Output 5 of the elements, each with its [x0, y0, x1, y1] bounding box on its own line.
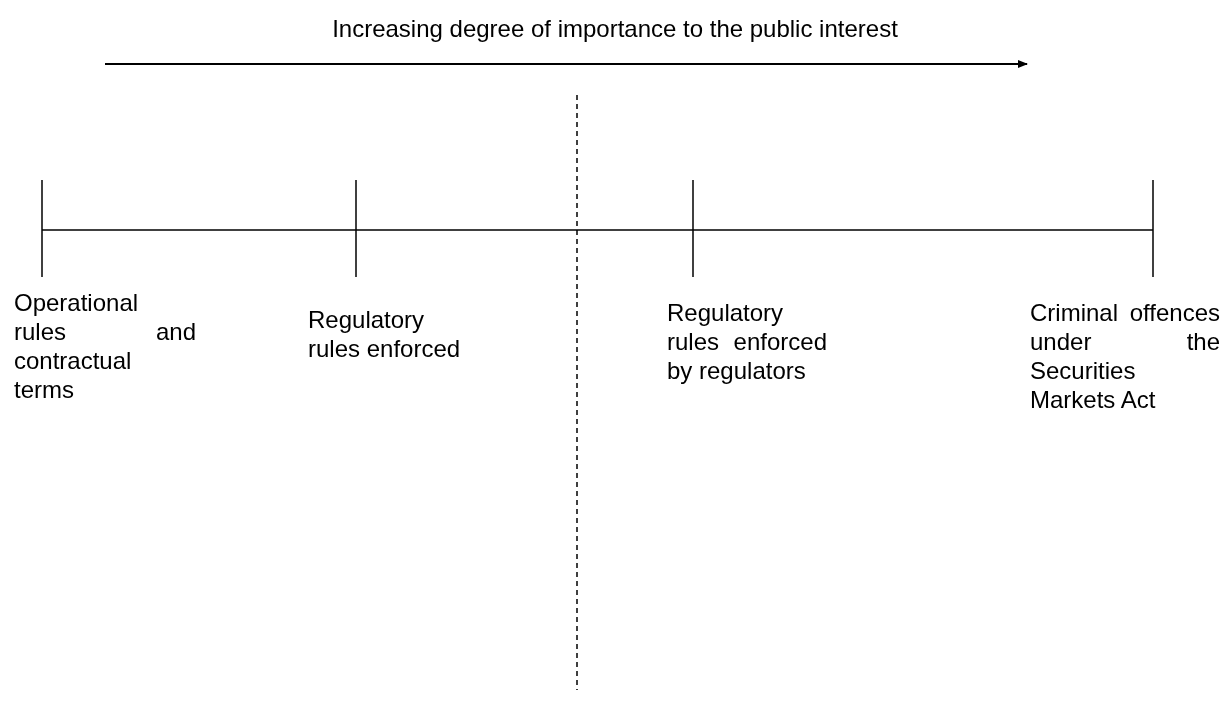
scale-label: Criminal offences under the Securities Markets Act: [1030, 298, 1220, 414]
scale-title: Increasing degree of importance to the public interest: [331, 14, 899, 43]
scale-label: Operational rules and contractual terms: [14, 288, 196, 404]
scale-label: Regulatory rules enforced: [308, 305, 462, 363]
scale-label: Regulatory rules enforced by regulators: [667, 298, 827, 385]
